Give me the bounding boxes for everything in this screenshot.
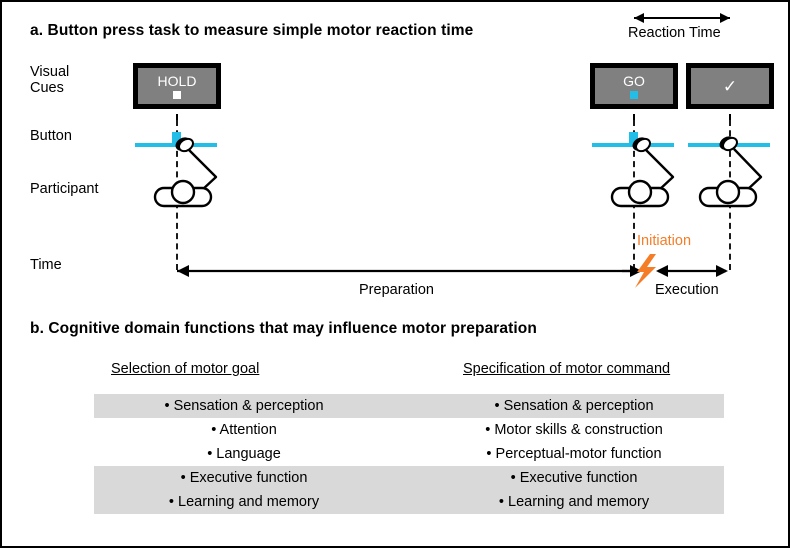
preparation-arrow — [177, 265, 636, 277]
table-row: • Sensation & perception — [494, 398, 654, 414]
button-tab-go — [629, 132, 638, 145]
hold-cue-text: HOLD — [157, 72, 197, 89]
row-label-participant: Participant — [30, 181, 99, 197]
column-header-selection: Selection of motor goal — [111, 361, 260, 377]
row-label-time: Time — [30, 257, 62, 273]
panel-b-title: b. Cognitive domain functions that may i… — [30, 320, 537, 337]
panel-a-title: a. Button press task to measure simple m… — [30, 22, 474, 39]
initiation-label: Initiation — [637, 233, 692, 249]
check-cue-box: ✓ — [686, 63, 774, 123]
table-band-row-1 — [94, 394, 724, 418]
table-row: • Attention — [211, 422, 277, 438]
table-row: • Executive function — [510, 470, 638, 486]
check-cue-stem — [729, 114, 731, 123]
go-cue-stem — [633, 114, 635, 123]
reaction-time-label: Reaction Time — [628, 25, 721, 41]
table-row: • Sensation & perception — [164, 398, 324, 414]
check-cue-text: ✓ — [722, 76, 738, 96]
table-row: • Motor skills & construction — [485, 422, 663, 438]
table-row: • Learning and memory — [168, 494, 320, 510]
table-row: • Perceptual-motor function — [486, 446, 662, 462]
table-row: • Learning and memory — [498, 494, 650, 510]
execution-arrow — [656, 265, 728, 277]
row-label-button: Button — [30, 128, 72, 144]
participant-figure-press — [698, 136, 763, 208]
preparation-label: Preparation — [359, 282, 434, 298]
lightning-bolt-icon — [635, 254, 656, 288]
go-cue-text: GO — [623, 72, 645, 89]
table-row: • Language — [207, 446, 281, 462]
visual-cues-line-1: Visual — [30, 64, 70, 80]
participant-figure-go — [610, 137, 675, 208]
hold-cue-box: HOLD — [133, 63, 221, 123]
preparation-arrow-end — [622, 265, 642, 277]
hold-cue-stem — [176, 114, 178, 123]
table-row: • Executive function — [180, 470, 308, 486]
button-tab-hold — [172, 132, 181, 145]
hold-cue-dot — [173, 90, 181, 99]
visual-cues-line-2: Cues — [30, 80, 64, 96]
column-header-specification: Specification of motor command — [463, 361, 671, 377]
go-cue-box: GO — [590, 63, 678, 123]
table-band-rows-4-5 — [94, 466, 724, 514]
row-label-visual-cues: Visual Cues — [30, 64, 69, 96]
execution-label: Execution — [655, 282, 719, 298]
reaction-time-arrow — [634, 13, 730, 23]
go-cue-dot — [630, 90, 638, 99]
participant-figure-hold — [153, 137, 218, 208]
